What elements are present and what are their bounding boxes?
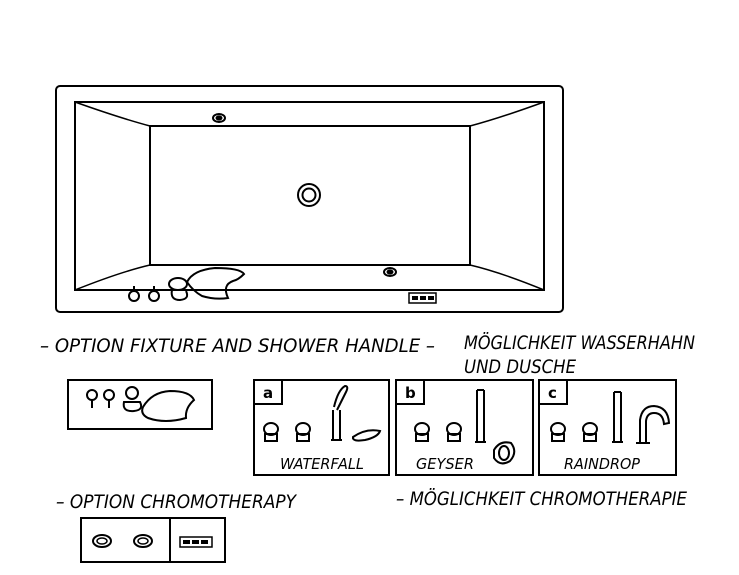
waterfall-fixture-icon bbox=[263, 384, 382, 442]
variant-waterfall-box: a WATERFALL bbox=[253, 379, 390, 476]
variant-name: GEYSER bbox=[416, 455, 474, 473]
chromo-light-icon bbox=[212, 113, 226, 123]
variant-letter: c bbox=[548, 384, 557, 402]
variant-letter: b bbox=[405, 384, 416, 402]
variant-geyser-box: b GEYSER bbox=[395, 379, 534, 476]
control-panel-icon bbox=[408, 292, 437, 304]
basin-slope-lines bbox=[74, 101, 545, 291]
option-fixture-label-en: – OPTION FIXTURE AND SHOWER HANDLE – bbox=[40, 335, 435, 357]
fixture-option-box bbox=[67, 379, 213, 430]
tub-fixture-icon bbox=[128, 266, 246, 302]
chromo-light-icon bbox=[92, 534, 112, 548]
chromotherapy-option-box bbox=[80, 517, 226, 563]
bathtub-inner-basin bbox=[74, 101, 545, 291]
bathtub-outer-rim bbox=[55, 85, 564, 313]
bathtub-plan-view bbox=[55, 85, 564, 313]
chromo-light-icon bbox=[383, 267, 397, 277]
variant-name: WATERFALL bbox=[280, 455, 364, 473]
control-panel-icon bbox=[179, 536, 213, 548]
option-fixture-label-de-line1: MÖGLICHKEIT WASSERHAHN bbox=[464, 331, 695, 354]
variant-name: RAINDROP bbox=[564, 455, 641, 473]
fixture-icon bbox=[86, 386, 196, 422]
raindrop-fixture-icon bbox=[550, 391, 671, 444]
variant-letter: a bbox=[263, 384, 273, 402]
bathtub-floor bbox=[149, 125, 471, 266]
option-chromo-label-en: – OPTION CHROMOTHERAPY bbox=[56, 491, 297, 513]
option-chromo-label-de: – MÖGLICHKEIT CHROMOTHERAPIE bbox=[396, 487, 687, 510]
drain-icon bbox=[297, 183, 321, 207]
option-fixture-label-de-line2: UND DUSCHE bbox=[464, 356, 576, 378]
chromo-light-icon bbox=[133, 534, 153, 548]
geyser-fixture-icon bbox=[414, 389, 516, 465]
variant-raindrop-box: c RAINDROP bbox=[538, 379, 677, 476]
